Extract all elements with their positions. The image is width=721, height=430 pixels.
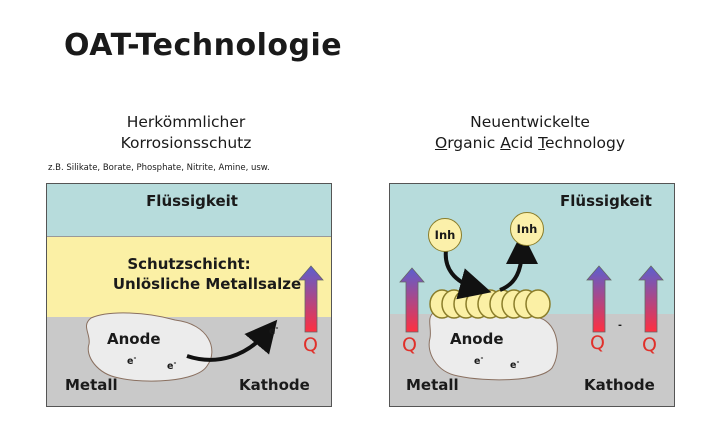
left-note: z.B. Silikate, Borate, Phosphate, Nitrit…: [48, 163, 270, 173]
electron-label: e-: [510, 358, 520, 372]
q-label: Q: [590, 332, 605, 354]
q-label: Q: [402, 334, 417, 356]
anode-area: [86, 312, 213, 382]
cathode-label: Kathode: [239, 376, 310, 394]
dash-mark: -: [618, 320, 622, 331]
metal-label: Metall: [65, 376, 118, 394]
right-heading-line2: Organic Acid Technology: [434, 134, 626, 152]
desorption-arrow: [499, 232, 538, 292]
left-heading-line2: Korrosionsschutz: [120, 134, 252, 152]
adsorption-arrow: [443, 249, 492, 300]
electron-label: e-: [167, 359, 177, 373]
protective-layer: [47, 236, 331, 318]
q-arrow: [399, 267, 425, 333]
inhibitor-molecule: Inh: [428, 218, 462, 252]
left-heading: Herkömmlicher Korrosionsschutz: [96, 112, 276, 154]
right-heading: Neuentwickelte Organic Acid Technology: [420, 112, 640, 154]
inhibitor-molecule: Inh: [510, 212, 544, 246]
liquid-layer: [47, 184, 331, 236]
inhibitor-film: [429, 289, 551, 319]
left-heading-line1: Herkömmlicher: [126, 113, 246, 131]
liquid-label: Flüssigkeit: [560, 192, 652, 210]
metal-label: Metall: [406, 376, 459, 394]
left-diagram-shapes: [86, 265, 324, 382]
electron-label: e-: [474, 354, 484, 368]
q-label: Q: [303, 334, 318, 356]
cathode-label: Kathode: [584, 376, 655, 394]
anode-label: Anode: [107, 330, 161, 348]
electron-label: e-: [127, 354, 137, 368]
protective-layer-label: Schutzschicht: Unlösliche Metallsalze: [112, 255, 302, 293]
electron-label: e-: [269, 324, 279, 338]
anode-label: Anode: [450, 330, 504, 348]
right-heading-line1: Neuentwickelte: [470, 113, 590, 131]
q-label: Q: [642, 334, 657, 356]
liquid-label: Flüssigkeit: [146, 192, 238, 210]
right-diagram: Flüssigkeit Inh Inh Anode e- e- - Q Q Q …: [389, 183, 675, 407]
q-arrow: [638, 265, 664, 333]
page-title: OAT-Technologie: [64, 28, 343, 63]
right-diagram-shapes: [399, 232, 664, 381]
electron-arrow: [186, 319, 278, 362]
left-diagram: Flüssigkeit Schutzschicht: Unlösliche Me…: [46, 183, 332, 407]
q-arrow: [298, 265, 324, 333]
q-arrow: [586, 265, 612, 333]
